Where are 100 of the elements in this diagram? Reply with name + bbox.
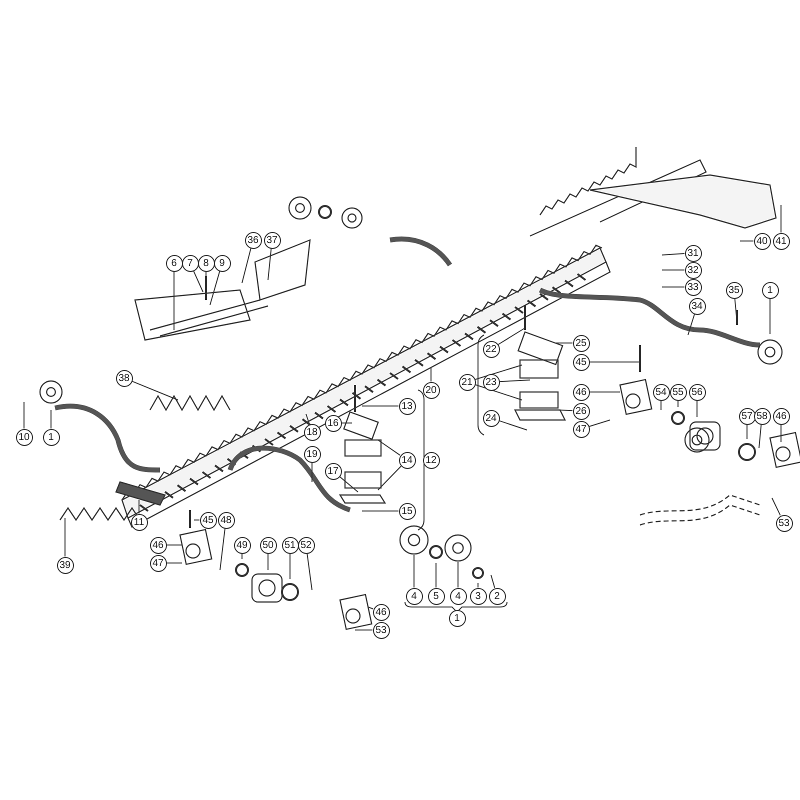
leader-line [220, 528, 226, 570]
leader-line [268, 248, 272, 280]
callout-number: 38 [116, 370, 132, 386]
callout-number: 16 [324, 414, 342, 432]
callout-number: 15 [398, 502, 416, 520]
callout-number: 24 [482, 410, 500, 426]
leader-line [660, 400, 662, 410]
leader-line [193, 270, 204, 292]
leader-line [242, 248, 252, 284]
callout-number: 6 [166, 254, 182, 272]
leader-line [474, 364, 522, 380]
leader-line [498, 420, 528, 430]
callout-number: 32 [684, 262, 702, 278]
leader-line [588, 420, 610, 427]
callout-number: 50 [260, 536, 276, 554]
callout-number: 46 [150, 536, 166, 554]
callout-number: 21 [458, 374, 476, 390]
callout-number: 56 [688, 384, 706, 400]
callout-number: 35 [726, 282, 742, 298]
callout-number: 1 [42, 428, 60, 446]
leader-line [166, 544, 182, 546]
callout-number: 23 [482, 374, 500, 390]
callout-number: 9 [214, 254, 230, 272]
callout-number: 13 [398, 398, 416, 414]
callout-number: 8 [198, 254, 214, 272]
leader-line [758, 424, 762, 448]
leader-line [166, 562, 182, 564]
callout-number: 20 [422, 382, 440, 398]
leader-line [306, 414, 310, 424]
leader-line [746, 424, 748, 440]
callout-number: 22 [482, 340, 500, 358]
leader-line [430, 368, 432, 382]
leader-line [696, 400, 698, 418]
leader-line [688, 314, 695, 336]
callout-number: 46 [372, 604, 390, 620]
callout-number: 12 [422, 452, 440, 468]
leader-line [64, 518, 66, 557]
leader-line [378, 440, 400, 456]
callout-number: 11 [130, 514, 148, 530]
leader-line [780, 204, 782, 233]
callout-number: 53 [776, 514, 792, 532]
leader-line [499, 380, 530, 382]
leader-line [50, 410, 52, 429]
callout-number: 33 [684, 278, 702, 296]
leader-line [740, 240, 754, 242]
leader-line [138, 500, 140, 514]
leader-line [490, 574, 496, 588]
callout-number: 53 [372, 622, 390, 638]
callout-number: 31 [684, 244, 702, 262]
leader-line [772, 498, 781, 516]
callout-number: 47 [150, 554, 166, 572]
callout-number: 51 [282, 536, 298, 554]
leader-line [362, 510, 399, 512]
callout-number: 18 [304, 424, 320, 440]
callout-number: 34 [688, 298, 706, 314]
callout-number: 4 [450, 588, 466, 604]
callout-number: 46 [772, 408, 790, 424]
leader-line [131, 380, 178, 400]
callout-number: 1 [762, 282, 778, 298]
callout-number: 47 [572, 420, 590, 438]
callout-number: 4 [406, 588, 422, 604]
leader-line [368, 606, 374, 610]
callout-number: 14 [398, 452, 416, 468]
callout-number: 57 [738, 408, 756, 424]
callout-number: 10 [16, 428, 32, 446]
callout-number: 2 [488, 588, 506, 604]
callout-number: 36 [244, 232, 262, 248]
callout-number: 7 [182, 254, 198, 272]
callout-number: 48 [218, 512, 234, 528]
leader-line [780, 424, 782, 442]
callout-number: 58 [754, 408, 770, 424]
leader-line [306, 552, 312, 590]
leader-line [662, 286, 685, 288]
callout-number: 45 [200, 512, 216, 528]
callout-number: 40 [754, 232, 770, 250]
callout-number: 52 [298, 536, 314, 554]
leader-line [662, 253, 685, 256]
leader-line [341, 422, 352, 424]
callout-number: 45 [572, 354, 590, 370]
callout-number: 54 [652, 384, 670, 400]
leader-line [378, 466, 402, 490]
callout-number: 5 [428, 588, 444, 604]
callout-number: 25 [572, 334, 590, 352]
leader-line [210, 270, 220, 306]
leader-line [554, 342, 573, 344]
callout-number: 37 [264, 232, 280, 248]
callout-number: 41 [772, 232, 790, 250]
callout-number: 49 [234, 536, 250, 554]
leader-line [498, 328, 526, 345]
callout-number: 19 [304, 446, 320, 462]
callout-number: 3 [470, 588, 486, 604]
callout-number: 17 [324, 462, 342, 480]
leader-line [734, 298, 738, 322]
leader-line [339, 476, 358, 492]
leader-line [474, 384, 522, 400]
callout-number: 26 [572, 402, 590, 420]
callout-number: 39 [56, 556, 74, 574]
callout-number: 46 [572, 384, 590, 400]
callout-number: 1 [448, 610, 466, 626]
callout-number: 55 [670, 384, 686, 400]
